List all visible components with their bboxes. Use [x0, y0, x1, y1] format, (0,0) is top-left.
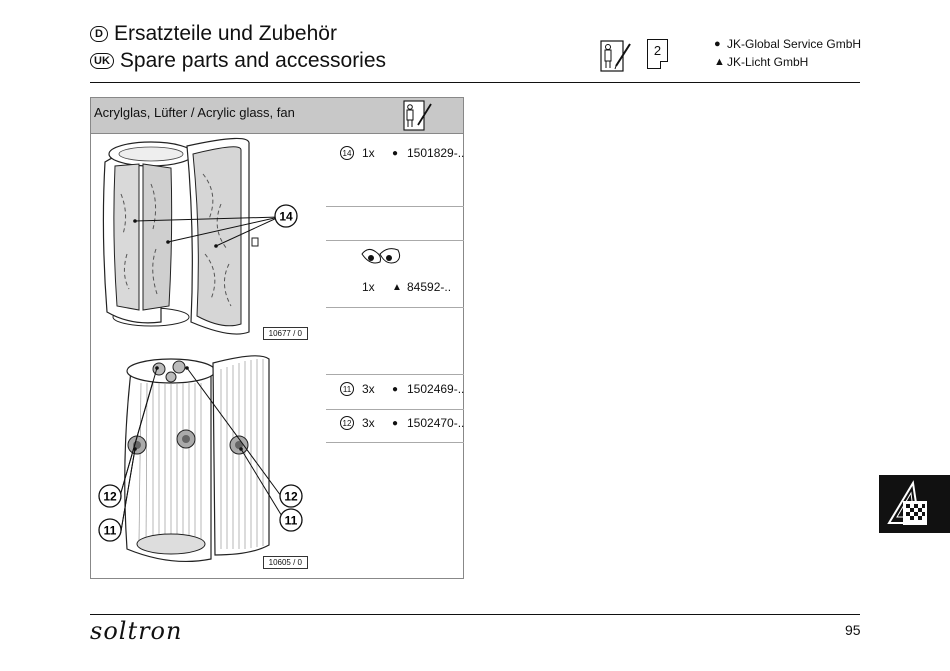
language-badge-uk: UK [90, 53, 114, 69]
title-german-text: Ersatzteile und Zubehör [114, 22, 337, 45]
row-divider [326, 374, 464, 375]
figure-id: 10605 / 0 [262, 556, 308, 569]
figure-id: 10677 / 0 [262, 327, 308, 340]
panel-title: Acrylglas, Lüfter / Acrylic glass, fan [94, 105, 295, 120]
technician-manual-icon [600, 40, 631, 72]
row-divider [326, 442, 464, 443]
item-quantity: 1x [362, 146, 375, 160]
item-part-number: 84592-.. [407, 280, 452, 294]
item-quantity: 3x [362, 416, 375, 430]
figure-acrylic-glass: 14 10677 / 0 [91, 134, 326, 349]
parts-panel: Acrylglas, Lüfter / Acrylic glass, fan [90, 97, 464, 579]
row-divider [326, 307, 464, 308]
circle-bullet-icon: ● [392, 147, 399, 159]
item-quantity: 3x [362, 382, 375, 396]
row-divider [326, 409, 464, 410]
list-item: 14 1x ● 1501829-.. [340, 146, 464, 160]
row-divider [326, 240, 464, 241]
circle-bullet-icon: ● [714, 38, 721, 50]
fan-part-icon [361, 248, 401, 264]
list-item: 1x ▲ 84592-.. [340, 280, 451, 294]
item-ref: 12 [340, 416, 354, 430]
company-name: JK-Global Service GmbH [727, 37, 862, 51]
footer-divider [90, 614, 860, 615]
item-part-number: 1502469-.. [407, 382, 465, 396]
callout-11-left: 11 [104, 524, 117, 538]
circle-bullet-icon: ● [392, 417, 399, 429]
title-english-text: Spare parts and accessories [119, 49, 387, 72]
callout-12-left: 12 [103, 490, 117, 504]
parts-list: 14 1x ● 1501829-.. 1x ▲ 84592-.. 11 3x ●… [326, 134, 464, 580]
item-quantity: 1x [362, 280, 375, 294]
item-part-number: 1501829-.. [407, 146, 465, 160]
illustration-area: 14 10677 / 0 [91, 134, 326, 580]
language-badge-de: D [90, 26, 108, 42]
tanning-booth-fan-illustration: 12 12 11 11 [98, 355, 303, 563]
spare-parts-chapter-icon [887, 480, 927, 525]
row-divider [326, 206, 464, 207]
page-reference-box: 2 [647, 39, 668, 69]
brand-logo: soltron [90, 617, 183, 645]
panel-header: Acrylglas, Lüfter / Acrylic glass, fan [91, 98, 463, 134]
title-german: D Ersatzteile und Zubehör [90, 22, 337, 46]
callout-14: 14 [279, 210, 293, 224]
item-ref: 14 [340, 146, 354, 160]
list-item: 12 3x ● 1502470-.. [340, 416, 464, 430]
page-number: 95 [845, 622, 861, 638]
title-english: UK Spare parts and accessories [90, 49, 386, 73]
triangle-bullet-icon: ▲ [714, 56, 725, 68]
tanning-booth-illustration: 14 [102, 137, 298, 335]
list-item: 11 3x ● 1502469-.. [340, 382, 464, 396]
chapter-tab [879, 475, 950, 533]
triangle-bullet-icon: ▲ [392, 281, 402, 293]
company-global-service: ● JK-Global Service GmbH [714, 37, 861, 51]
circle-bullet-icon: ● [392, 383, 399, 395]
company-name: JK-Licht GmbH [727, 55, 809, 69]
header-divider [90, 82, 860, 83]
item-ref: 11 [340, 382, 354, 396]
company-licht: ▲ JK-Licht GmbH [714, 55, 808, 69]
callout-11-right: 11 [285, 514, 298, 528]
figure-fans: 12 12 11 11 10605 / 0 [91, 349, 326, 580]
callout-12-right: 12 [284, 490, 298, 504]
item-part-number: 1502470-.. [407, 416, 465, 430]
technician-manual-icon [403, 100, 432, 131]
